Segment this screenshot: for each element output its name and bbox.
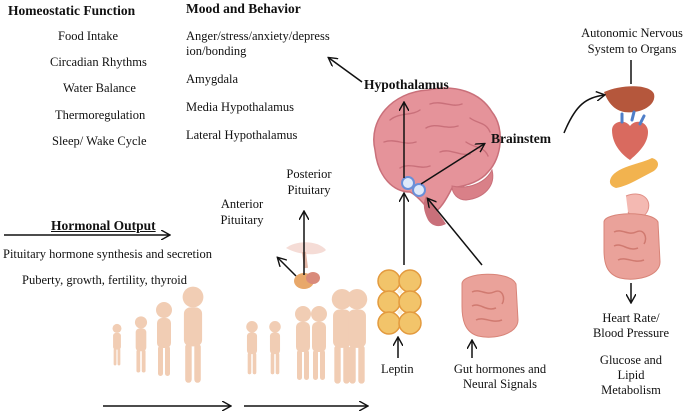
arrow-gut-to-brain [428, 199, 483, 266]
hypothalamus-label: Hypothalamus [364, 77, 449, 92]
glucose-line-1: Glucose and [599, 353, 663, 367]
gut-illustration [461, 273, 519, 338]
arrow-pituitary-left [278, 258, 297, 277]
arrow-hypothalamus-to-mood [329, 58, 363, 83]
hormonal-item: Pituitary hormone synthesis and secretio… [3, 247, 212, 261]
autonomic-line-1: Autonomic Nervous [581, 26, 683, 40]
gut-label-line-2: Neural Signals [463, 377, 537, 391]
posterior-pituitary-line-2: Pituitary [287, 183, 331, 197]
pituitary-illustration [286, 242, 326, 289]
arrow-brain-to-brainstem [420, 144, 484, 185]
heart-illustration [612, 110, 648, 160]
anterior-pituitary-line-2: Pituitary [220, 213, 264, 227]
pancreas-illustration [609, 158, 658, 188]
brainstem-label: Brainstem [491, 131, 551, 146]
glucose-line-3: Metabolism [601, 383, 661, 397]
homeostatic-item: Circadian Rhythms [50, 55, 147, 69]
homeostatic-item: Food Intake [58, 29, 119, 43]
mood-behavior-title: Mood and Behavior [186, 1, 301, 16]
homeostatic-item: Water Balance [63, 81, 136, 95]
homeostatic-item: Sleep/ Wake Cycle [52, 134, 147, 148]
mood-line-1: Anger/stress/anxiety/depress [186, 29, 330, 43]
intestine-illustration [603, 193, 661, 280]
mood-item: Media Hypothalamus [186, 100, 294, 114]
heart-rate-line-2: Blood Pressure [592, 326, 670, 340]
homeostatic-function-title: Homeostatic Function [8, 3, 136, 18]
hormonal-output-title: Hormonal Output [51, 218, 156, 233]
mood-line-2: ion/bonding [186, 44, 247, 58]
glucose-line-2: Lipid [617, 368, 645, 382]
posterior-pituitary-line-1: Posterior [286, 167, 332, 181]
anterior-pituitary-line-1: Anterior [220, 197, 264, 211]
arrow-brainstem-to-organs [563, 95, 604, 134]
mood-item: Lateral Hypothalamus [186, 128, 298, 142]
liver-illustration [604, 86, 655, 113]
brain-illustration [373, 87, 502, 227]
gut-label-line-1: Gut hormones and [453, 362, 547, 376]
hormonal-item: Puberty, growth, fertility, thyroid [22, 273, 188, 287]
homeostatic-item: Thermoregulation [55, 108, 146, 122]
mood-item: Amygdala [186, 72, 239, 86]
leptin-label: Leptin [381, 362, 414, 376]
growth-figures [112, 286, 368, 384]
heart-rate-line-1: Heart Rate/ [602, 311, 660, 325]
autonomic-line-2: System to Organs [587, 42, 677, 56]
fat-cells-illustration [377, 269, 422, 335]
